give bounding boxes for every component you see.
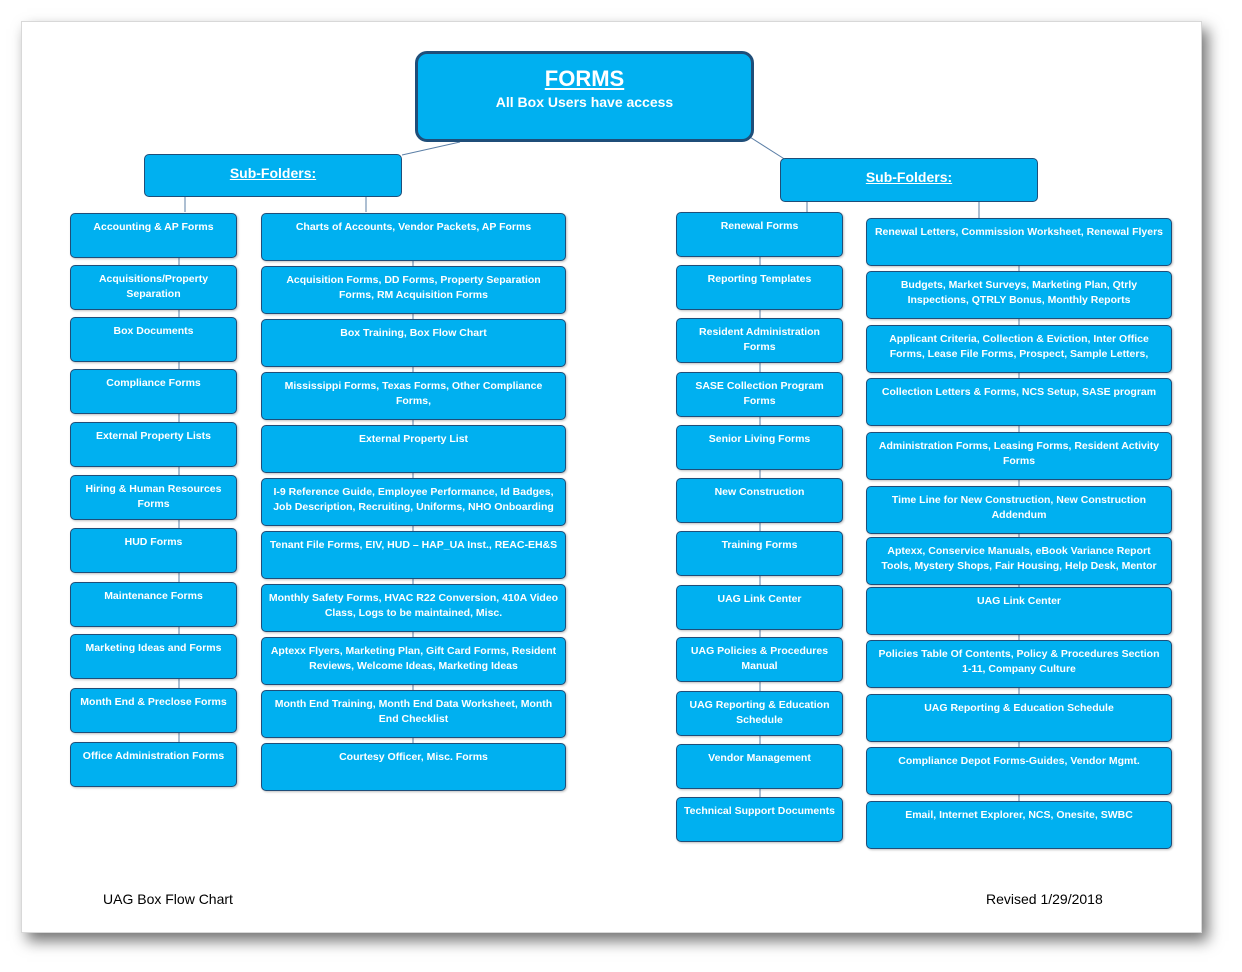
left-folder-6[interactable]: Hiring & Human Resources Forms [70, 475, 237, 520]
right-content-5[interactable]: Administration Forms, Leasing Forms, Res… [866, 432, 1172, 480]
right-content-6[interactable]: Time Line for New Construction, New Cons… [866, 486, 1172, 534]
right-content-8[interactable]: UAG Link Center [866, 587, 1172, 635]
left-folder-8[interactable]: Maintenance Forms [70, 582, 237, 627]
left-content-1[interactable]: Charts of Accounts, Vendor Packets, AP F… [261, 213, 566, 261]
left-folder-1[interactable]: Accounting & AP Forms [70, 213, 237, 258]
left-content-4[interactable]: Mississippi Forms, Texas Forms, Other Co… [261, 372, 566, 420]
right-folder-11[interactable]: Vendor Management [676, 744, 843, 789]
root-title: FORMS [544, 66, 625, 91]
footer-revised: Revised 1/29/2018 [986, 891, 1103, 907]
left-content-10[interactable]: Month End Training, Month End Data Works… [261, 690, 566, 738]
right-folder-9[interactable]: UAG Policies & Procedures Manual [676, 637, 843, 682]
right-folder-2[interactable]: Reporting Templates [676, 265, 843, 310]
right-folder-5[interactable]: Senior Living Forms [676, 425, 843, 470]
right-folder-7[interactable]: Training Forms [676, 531, 843, 576]
right-folder-8[interactable]: UAG Link Center [676, 585, 843, 630]
footer-title: UAG Box Flow Chart [103, 891, 233, 907]
right-content-7[interactable]: Aptexx, Conservice Manuals, eBook Varian… [866, 537, 1172, 585]
left-content-11[interactable]: Courtesy Officer, Misc. Forms [261, 743, 566, 791]
right-content-4[interactable]: Collection Letters & Forms, NCS Setup, S… [866, 378, 1172, 426]
right-content-1[interactable]: Renewal Letters, Commission Worksheet, R… [866, 218, 1172, 266]
right-folder-1[interactable]: Renewal Forms [676, 212, 843, 257]
left-content-5[interactable]: External Property List [261, 425, 566, 473]
right-folder-10[interactable]: UAG Reporting & Education Schedule [676, 691, 843, 736]
left-content-6[interactable]: I-9 Reference Guide, Employee Performanc… [261, 478, 566, 526]
right-content-11[interactable]: Compliance Depot Forms-Guides, Vendor Mg… [866, 747, 1172, 795]
left-folder-2[interactable]: Acquisitions/Property Separation [70, 265, 237, 310]
left-content-8[interactable]: Monthly Safety Forms, HVAC R22 Conversio… [261, 584, 566, 632]
left-folder-4[interactable]: Compliance Forms [70, 369, 237, 414]
right-content-3[interactable]: Applicant Criteria, Collection & Evictio… [866, 325, 1172, 373]
right-folder-4[interactable]: SASE Collection Program Forms [676, 372, 843, 417]
left-folder-3[interactable]: Box Documents [70, 317, 237, 362]
right-folder-6[interactable]: New Construction [676, 478, 843, 523]
left-folder-5[interactable]: External Property Lists [70, 422, 237, 467]
left-content-7[interactable]: Tenant File Forms, EIV, HUD – HAP_UA Ins… [261, 531, 566, 579]
left-folder-11[interactable]: Office Administration Forms [70, 742, 237, 787]
left-folder-10[interactable]: Month End & Preclose Forms [70, 688, 237, 733]
right-content-12[interactable]: Email, Internet Explorer, NCS, Onesite, … [866, 801, 1172, 849]
left-content-2[interactable]: Acquisition Forms, DD Forms, Property Se… [261, 266, 566, 314]
left-subfolders-header: Sub-Folders: [144, 154, 402, 197]
right-folder-3[interactable]: Resident Administration Forms [676, 318, 843, 363]
left-content-3[interactable]: Box Training, Box Flow Chart [261, 319, 566, 367]
left-content-9[interactable]: Aptexx Flyers, Marketing Plan, Gift Card… [261, 637, 566, 685]
forms-root-node: FORMS All Box Users have access [415, 51, 754, 142]
right-folder-12[interactable]: Technical Support Documents [676, 797, 843, 842]
right-content-10[interactable]: UAG Reporting & Education Schedule [866, 694, 1172, 742]
right-content-2[interactable]: Budgets, Market Surveys, Marketing Plan,… [866, 271, 1172, 319]
right-subfolders-header: Sub-Folders: [780, 158, 1038, 202]
left-folder-9[interactable]: Marketing Ideas and Forms [70, 634, 237, 679]
root-subtitle: All Box Users have access [495, 94, 674, 110]
left-folder-7[interactable]: HUD Forms [70, 528, 237, 573]
right-content-9[interactable]: Policies Table Of Contents, Policy & Pro… [866, 640, 1172, 688]
